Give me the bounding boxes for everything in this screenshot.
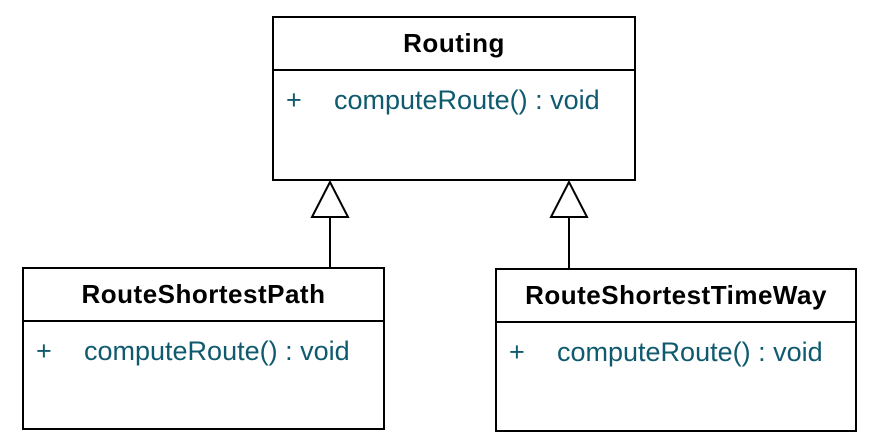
class-title-compartment: RouteShortestPath — [24, 269, 383, 322]
class-name: RouteShortestPath — [81, 279, 326, 309]
generalization-connector-left — [310, 179, 350, 268]
operation-row: + computeRoute() : void — [509, 337, 855, 368]
operation-row: + computeRoute() : void — [36, 336, 383, 367]
class-node-routing: Routing + computeRoute() : void — [272, 16, 636, 181]
class-title-compartment: RouteShortestTimeWay — [497, 270, 855, 323]
inheritance-triangle-icon — [310, 179, 350, 218]
operation-signature: computeRoute() : void — [557, 337, 823, 367]
operation-visibility: + — [286, 85, 302, 115]
class-name: RouteShortestTimeWay — [525, 280, 827, 310]
class-name: Routing — [403, 28, 505, 58]
class-title-compartment: Routing — [274, 18, 634, 71]
generalization-connector-right — [549, 179, 589, 269]
operation-signature: computeRoute() : void — [84, 336, 350, 366]
operation-signature: computeRoute() : void — [334, 85, 600, 115]
inheritance-triangle-icon — [549, 179, 589, 218]
class-node-route-shortest-time-way: RouteShortestTimeWay + computeRoute() : v… — [495, 268, 857, 432]
operation-visibility: + — [509, 337, 525, 367]
operations-compartment: + computeRoute() : void — [274, 71, 634, 116]
operation-visibility: + — [36, 336, 52, 366]
operations-compartment: + computeRoute() : void — [497, 323, 855, 368]
operations-compartment: + computeRoute() : void — [24, 322, 383, 367]
operation-row: + computeRoute() : void — [286, 85, 634, 116]
class-node-route-shortest-path: RouteShortestPath + computeRoute() : void — [22, 267, 385, 430]
